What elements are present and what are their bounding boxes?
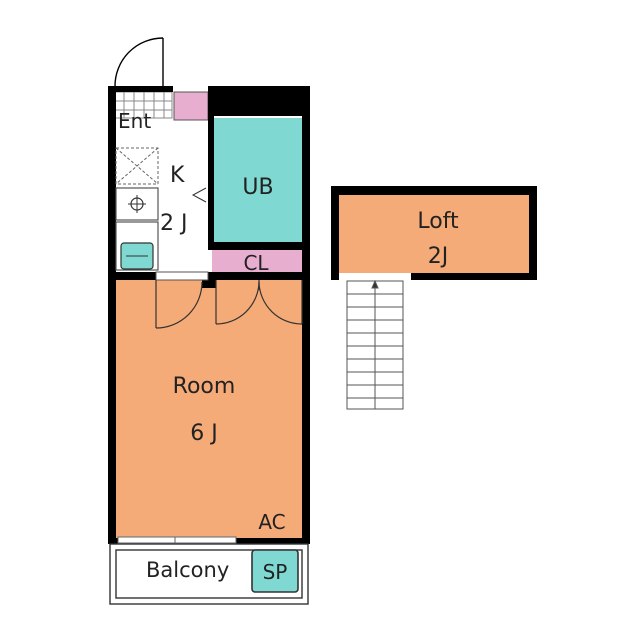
balcony-label: Balcony [146,558,229,582]
storage-box [251,549,299,593]
ladder-stairs-icon [346,279,404,410]
loft-size-label: 2J [428,244,449,269]
gas-burner-icon [115,187,159,221]
main-room-floor [114,280,304,538]
closet-label: CL [243,251,269,275]
room-door-swings [155,280,303,329]
main-room-size-label: 6 J [190,421,217,446]
balcony-window-sash [117,536,237,544]
aircon-label: AC [258,510,285,534]
bath-label: UB [242,175,273,200]
refrigerator-space-icon [115,147,159,185]
main-room-label: Room [173,374,236,399]
entrance-label: Ent [118,109,151,133]
sink-icon [115,221,159,271]
kitchen-size-label: 2 J [160,211,187,236]
kitchen-label: K [170,163,185,188]
entrance-shoe-box [173,91,209,121]
loft-label: Loft [417,209,459,234]
closet-floor [212,250,304,274]
storage-label: SP [263,560,288,584]
balcony-outline [109,543,309,605]
loft [331,186,537,280]
bath-door [191,187,207,203]
unit-bath-floor [212,118,304,244]
walls [108,86,310,544]
entrance-door [114,37,164,87]
kitchen-doorway [155,271,209,281]
